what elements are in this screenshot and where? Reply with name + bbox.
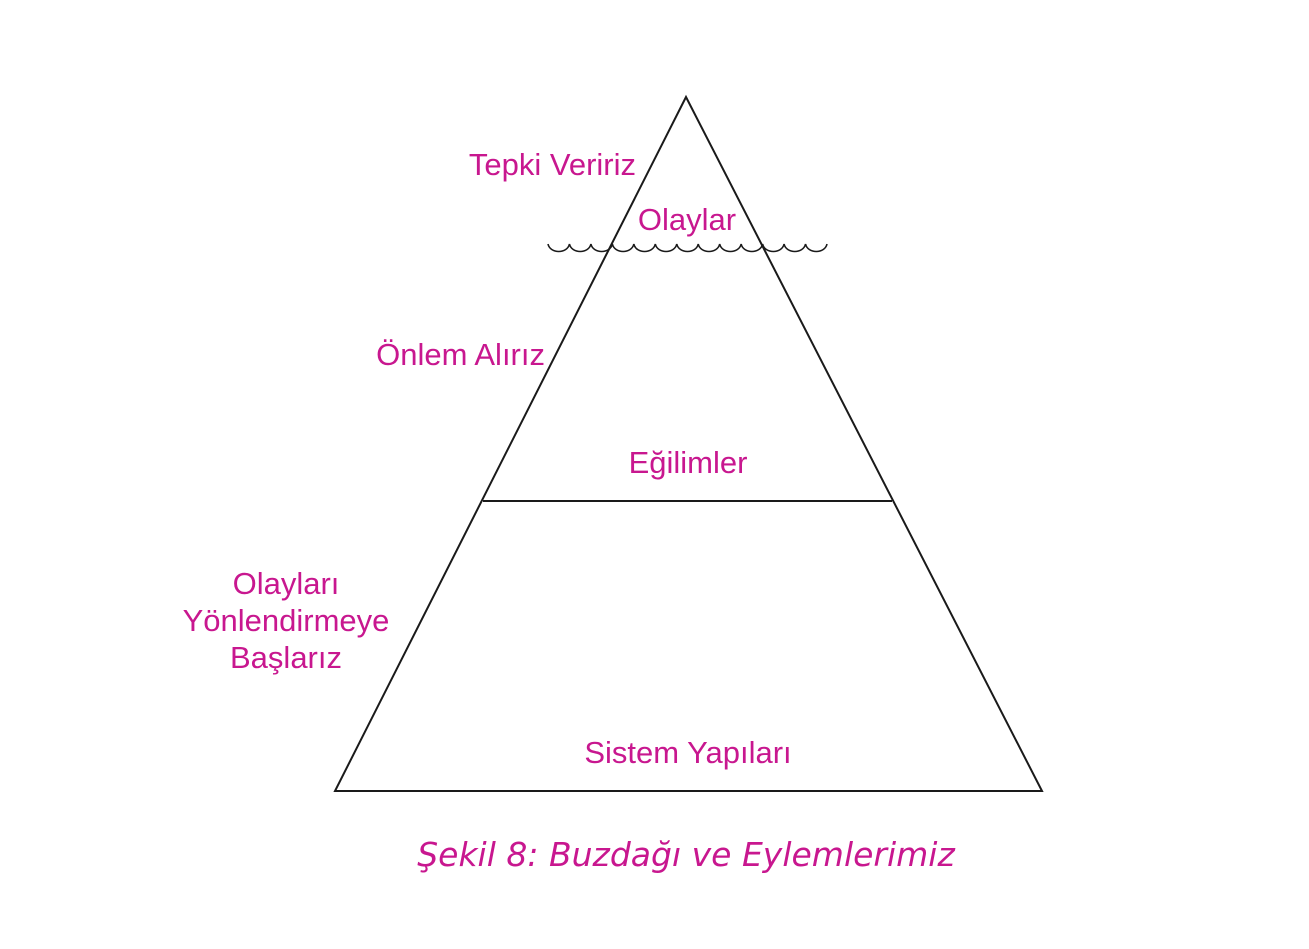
level-trends-label: Eğilimler	[628, 445, 748, 480]
level-events-label: Olaylar	[637, 202, 737, 237]
figure-caption: Şekil 8: Buzdağı ve Eylemlerimiz	[417, 835, 955, 874]
action-direct-label: Olayları Yönlendirmeye Başlarız	[183, 565, 390, 676]
action-direct-line-1: Olayları	[232, 566, 340, 601]
pyramid-outline	[333, 94, 1044, 792]
level-system-structures-label: Sistem Yapıları	[584, 735, 792, 770]
action-direct-line-2: Yönlendirmeye	[182, 603, 390, 638]
action-direct-line-3: Başlarız	[230, 640, 342, 675]
action-prevent-label: Önlem Alırız	[376, 337, 545, 372]
water-surface-line	[547, 243, 828, 253]
action-react-label: Tepki Veririz	[468, 147, 636, 182]
